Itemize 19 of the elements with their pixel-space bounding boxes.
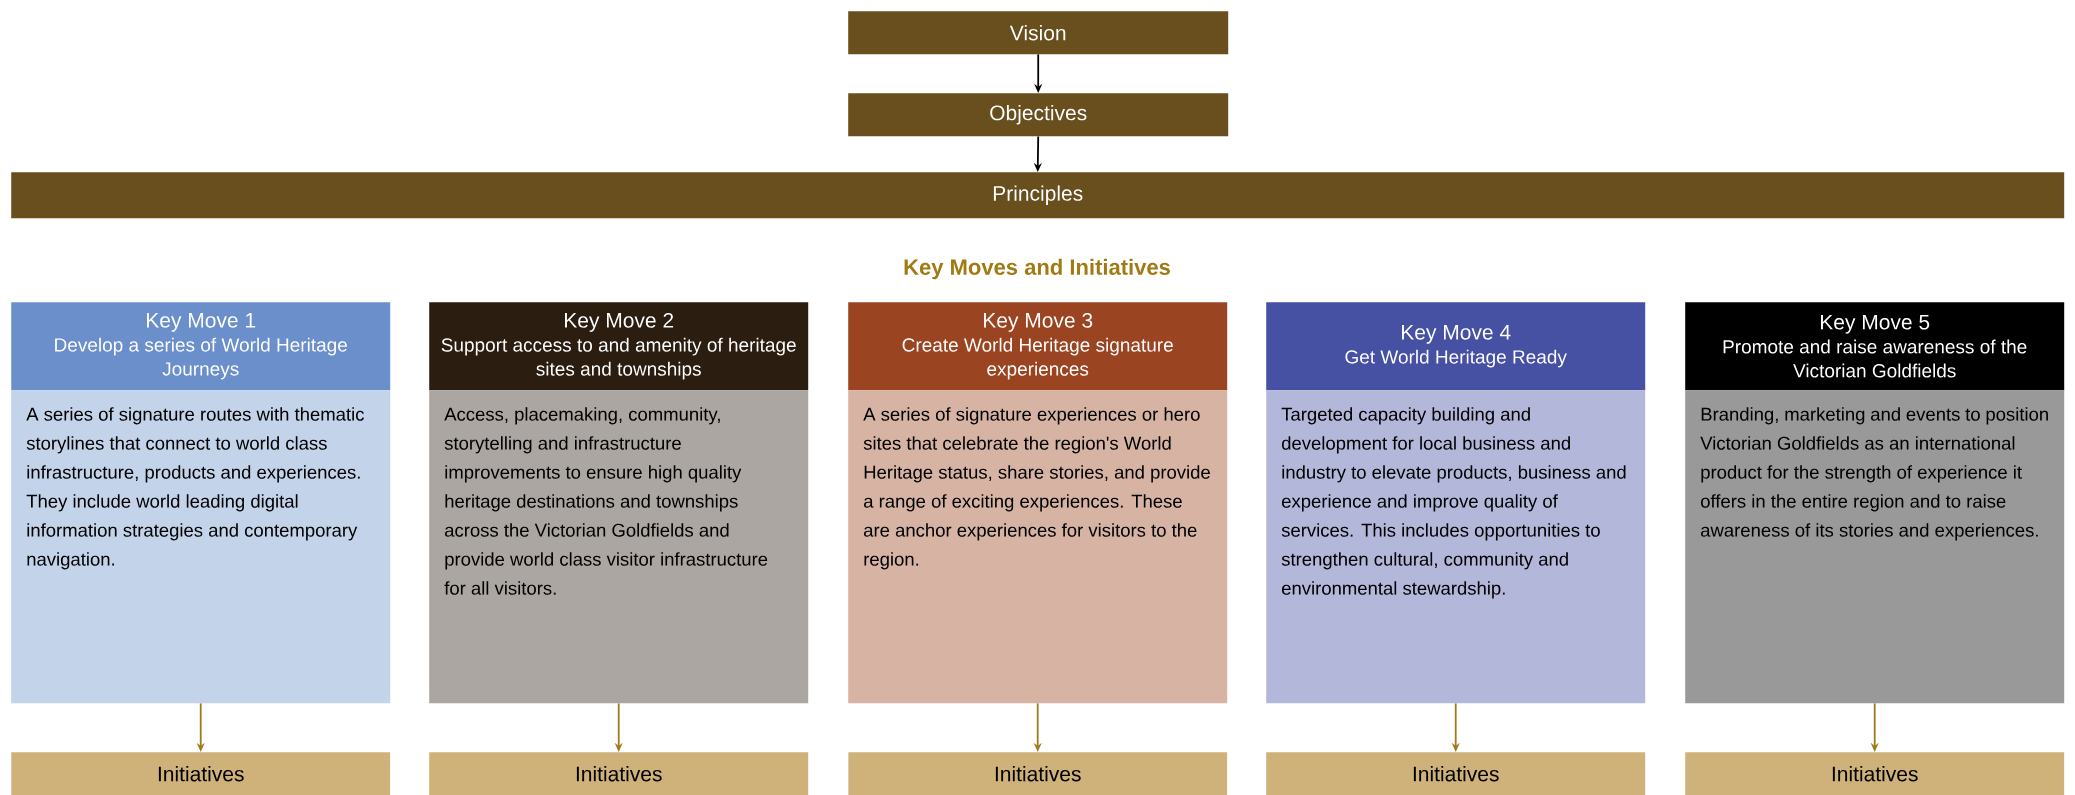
description-box: Targeted capacity building and development for local business and industry to elevate products, business and experience and improve quality of services. This includes opportunities to strengthen cultural, community and environmental stewardship. [1266, 390, 1646, 704]
header-box: Key Move 5 Promote and raise awareness of the Victorian Goldfields [1685, 302, 2065, 391]
label-bar: Initiatives [1685, 752, 2065, 795]
header-box: Key Move 3 Create World Heritage signature experiences [848, 302, 1228, 391]
label-bar: Initiatives [11, 752, 391, 795]
label-bar: Principles [11, 172, 2065, 219]
description-box: A series of signature experiences or hero sites that celebrate the region's World Heritage status, share stories, and provide a range of exciting experiences. These are anchor experiences for visitors to the region. [848, 390, 1228, 704]
label-bar: Initiatives [429, 752, 809, 795]
label-bar: Initiatives [1266, 752, 1646, 795]
description-box: Branding, marketing and events to position Victorian Goldfields as an international product for the strength of experience it offers in the entire region and to raise awareness of its stories and experiences. [1685, 390, 2065, 704]
description-box: A series of signature routes with thematic storylines that connect to world class infrastructure, products and experiences. They include world leading digital information strategies and contemporary navigation. [11, 390, 391, 704]
header-box: Key Move 2 Support access to and amenity of heritage sites and townships [429, 302, 809, 391]
label-bar: Vision [848, 11, 1229, 55]
section-heading: Key Moves and Initiatives [904, 258, 1170, 280]
label-bar: Objectives [848, 93, 1229, 137]
description-box: Access, placemaking, community, storytelling and infrastructure improvements to ensure high quality heritage destinations and townships across the Victorian Goldfields and provide world class visitor infrastructure for all visitors. [429, 390, 809, 704]
header-box: Key Move 1 Develop a series of World Heritage Journeys [11, 302, 391, 391]
header-box: Key Move 4 Get World Heritage Ready [1266, 302, 1646, 391]
label-bar: Initiatives [848, 752, 1228, 795]
